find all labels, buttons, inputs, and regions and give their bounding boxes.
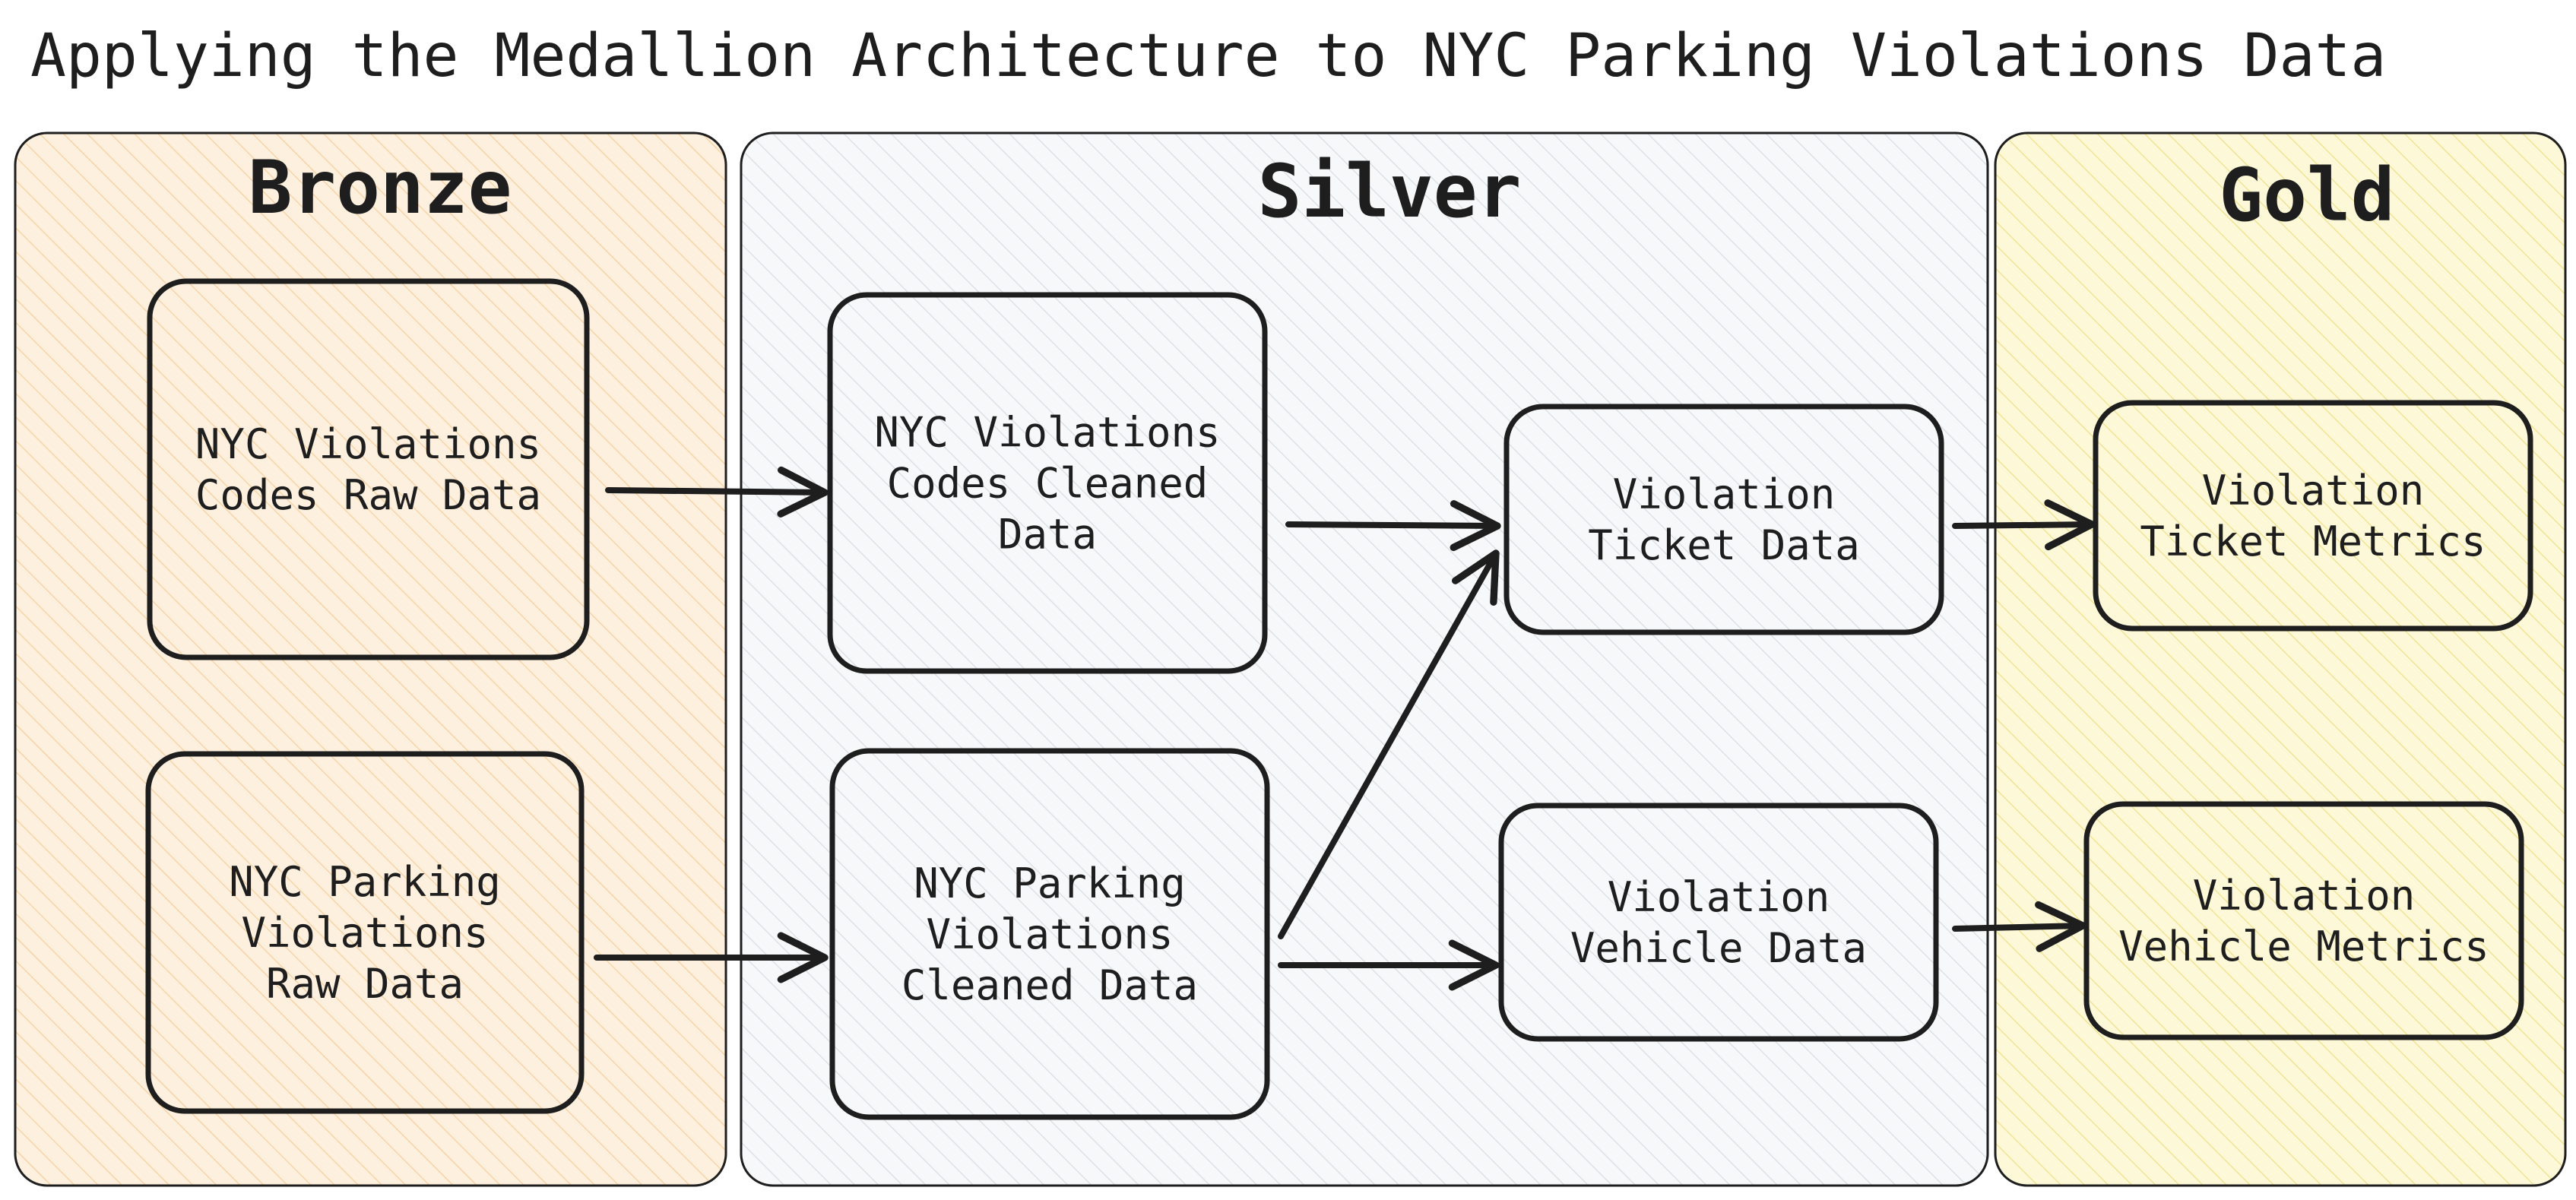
node-s3-box [1503, 404, 1944, 635]
zone-bronze-label: Bronze [249, 145, 512, 230]
node-s2-label-line: NYC Parking [914, 860, 1186, 907]
node-b1-box [147, 278, 590, 660]
node-s1-label-line: NYC Violations [874, 409, 1220, 457]
node-b2-label-line: Raw Data [266, 960, 464, 1008]
node-s3-label-line: Ticket Data [1588, 521, 1860, 569]
node-s4-label-line: Vehicle Data [1570, 924, 1867, 972]
node-g2-label-line: Violation [2193, 872, 2416, 920]
arrow-s4-to-g2 [1952, 901, 2086, 952]
node-s1-label-line: Codes Cleaned [887, 460, 1209, 508]
node-s2-label-line: Violations [926, 910, 1173, 958]
node-b1-label-line: Codes Raw Data [195, 471, 541, 519]
arrow-s2-to-s3 [1278, 549, 1500, 939]
arrow-s3-to-g1 [1952, 499, 2096, 551]
node-g1-label-line: Ticket Metrics [2140, 518, 2486, 565]
arrow-s1-to-s3 [1285, 500, 1501, 552]
zone-gold-label: Gold [2219, 153, 2394, 238]
node-s1-box [827, 292, 1268, 674]
node-b2-label-line: Violations [241, 909, 488, 957]
node-s2-label-line: Cleaned Data [901, 961, 1198, 1009]
node-s2-box [829, 748, 1270, 1120]
arrow-b1-to-s1 [605, 466, 829, 518]
node-g2-box [2083, 801, 2524, 1040]
node-b2-label-line: NYC Parking [229, 858, 501, 906]
zone-silver-label: Silver [1258, 149, 1522, 234]
edges-layer [594, 466, 2096, 991]
node-b2-box [145, 751, 585, 1114]
diagram-title: Applying the Medallion Architecture to N… [30, 22, 2386, 90]
node-s4-box [1498, 803, 1939, 1042]
node-b1-label-line: NYC Violations [195, 420, 541, 468]
node-g1-label-line: Violation [2202, 467, 2425, 515]
node-s1-label-line: Data [998, 511, 1097, 559]
node-g1-box [2093, 400, 2533, 632]
node-g2-label-line: Vehicle Metrics [2118, 923, 2489, 970]
node-s3-label-line: Violation [1613, 470, 1836, 518]
node-s4-label-line: Violation [1608, 873, 1830, 921]
